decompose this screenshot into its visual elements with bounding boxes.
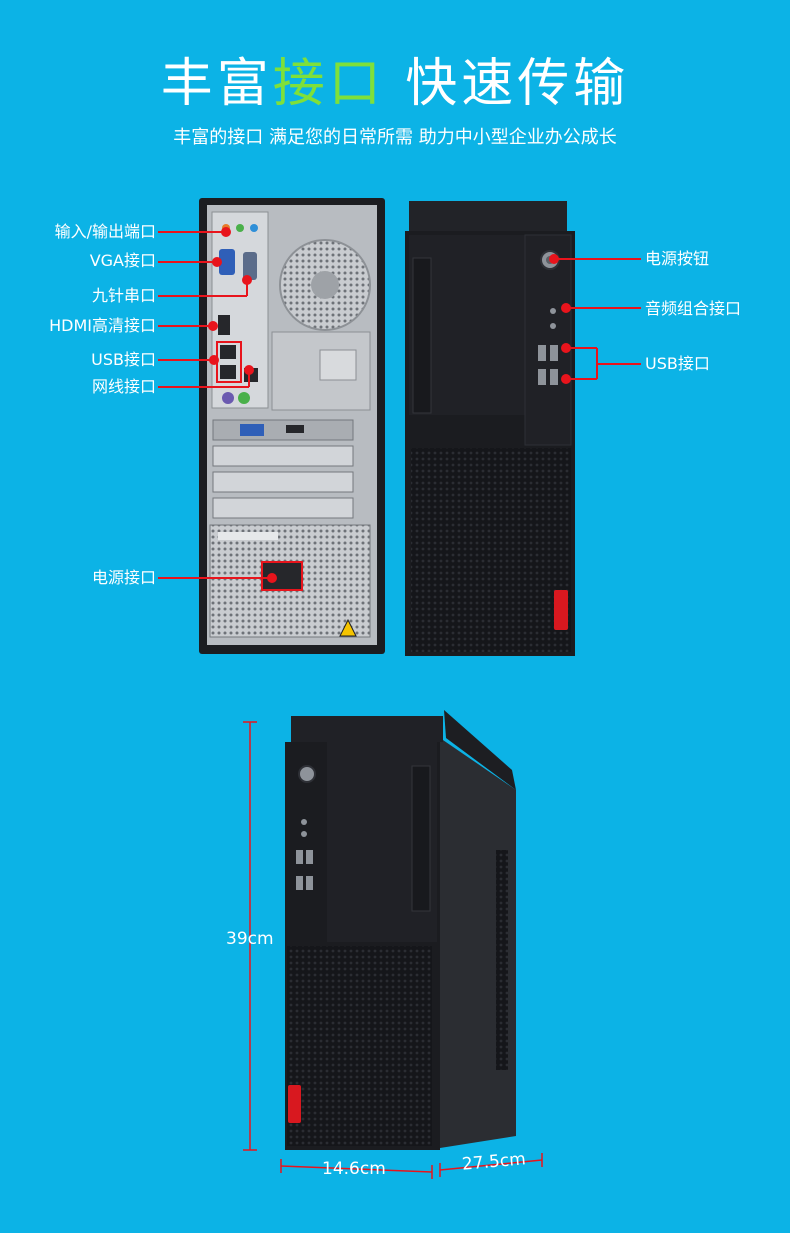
label-serial-port: 九针串口 [91,286,156,305]
dimension-height: 39cm [226,929,274,949]
label-audio-combo-port: 音频组合接口 [645,299,742,318]
label-io-port: 输入/输出端口 [54,222,156,241]
front-lead-lines [549,254,641,384]
rear-view-chassis [199,198,385,654]
title-highlight: 接口 [272,54,385,114]
title-part2: 快速传输 [405,54,630,114]
label-hdmi-port: HDMI高清接口 [49,316,156,335]
label-vga-port: VGA接口 [89,251,156,270]
dimension-lines [243,721,543,1179]
label-front-usb-port: USB接口 [645,354,710,373]
front-view-chassis [405,201,575,656]
page-title: 丰富接口 快速传输 [0,52,790,116]
label-lan-port: 网线接口 [91,377,156,396]
title-part1: 丰富 [160,54,273,114]
label-power-button: 电源按钮 [645,249,710,268]
rear-lead-lines [158,227,277,583]
label-power-port: 电源接口 [91,568,156,587]
page-subtitle: 丰富的接口 满足您的日常所需 助力中小型企业办公成长 [173,127,617,148]
dimension-width: 14.6cm [322,1159,386,1179]
angled-view-chassis [285,710,516,1150]
label-rear-usb-port: USB接口 [91,350,156,369]
